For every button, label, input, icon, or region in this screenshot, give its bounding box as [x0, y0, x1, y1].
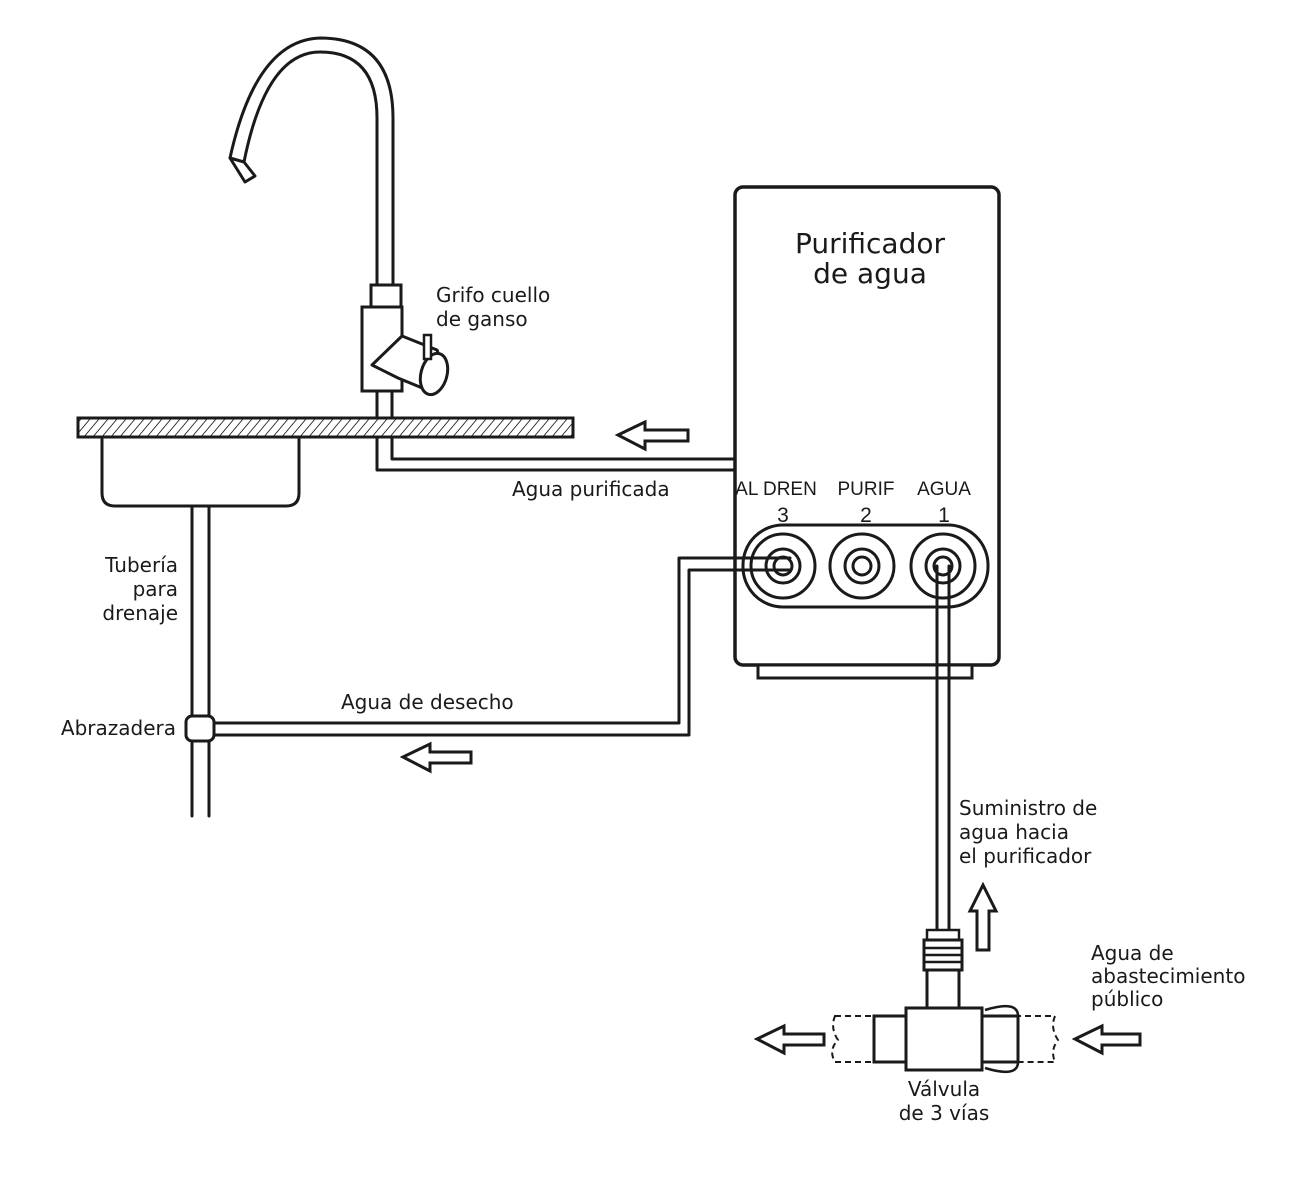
purifier-title-line1: Purificador: [795, 227, 946, 260]
purified-flow-arrow: [614, 419, 690, 452]
drain-pipe: [190, 504, 211, 818]
port-label-water: AGUA: [917, 479, 971, 500]
supply-label-line3: el purificador: [959, 844, 1092, 868]
public-supply-label-line2: abastecimiento: [1091, 964, 1245, 988]
drain-pipe-label-line1: Tubería: [104, 553, 178, 577]
water-inlet-port: [909, 532, 977, 600]
sink-basin: [100, 435, 301, 508]
purifier-title-line2: de agua: [813, 257, 927, 290]
public-supply-arrow: [1071, 1023, 1142, 1056]
waste-water-label: Agua de desecho: [341, 690, 514, 714]
purified-water-label: Agua purificada: [512, 477, 670, 501]
valve-label-line1: Válvula: [908, 1077, 980, 1101]
clamp-label: Abrazadera: [61, 716, 176, 740]
faucet-label-line1: Grifo cuello: [436, 283, 550, 307]
port-number-drain: 3: [777, 504, 789, 527]
port-number-purified: 2: [860, 504, 872, 527]
countertop: [76, 416, 575, 439]
public-supply-label-line3: público: [1091, 987, 1163, 1011]
valve-label-line2: de 3 vías: [899, 1101, 990, 1125]
port-label-purified: PURIF: [838, 479, 895, 500]
supply-label-line1: Suministro de: [959, 796, 1097, 820]
drain-pipe-label-line2: para: [133, 577, 178, 601]
supply-tube: [935, 564, 951, 932]
clamp: [184, 714, 216, 743]
valve-outflow-arrow: [753, 1023, 826, 1056]
three-way-valve: [831, 928, 1060, 1074]
purified-port: [828, 532, 896, 600]
waste-water-tube: [212, 556, 792, 737]
supply-flow-arrow: [967, 881, 999, 952]
public-supply-label-line1: Agua de: [1091, 941, 1174, 965]
supply-label-line2: agua hacia: [959, 820, 1069, 844]
waste-flow-arrow: [399, 741, 473, 774]
port-label-drain: AL DREN: [735, 479, 817, 500]
drain-pipe-label-line3: drenaje: [102, 601, 178, 625]
port-number-water: 1: [938, 504, 950, 527]
drain-port: [749, 532, 817, 600]
faucet-label-line2: de ganso: [436, 307, 528, 331]
gooseneck-faucet: [228, 36, 450, 420]
water-purifier-unit: [733, 185, 1001, 680]
